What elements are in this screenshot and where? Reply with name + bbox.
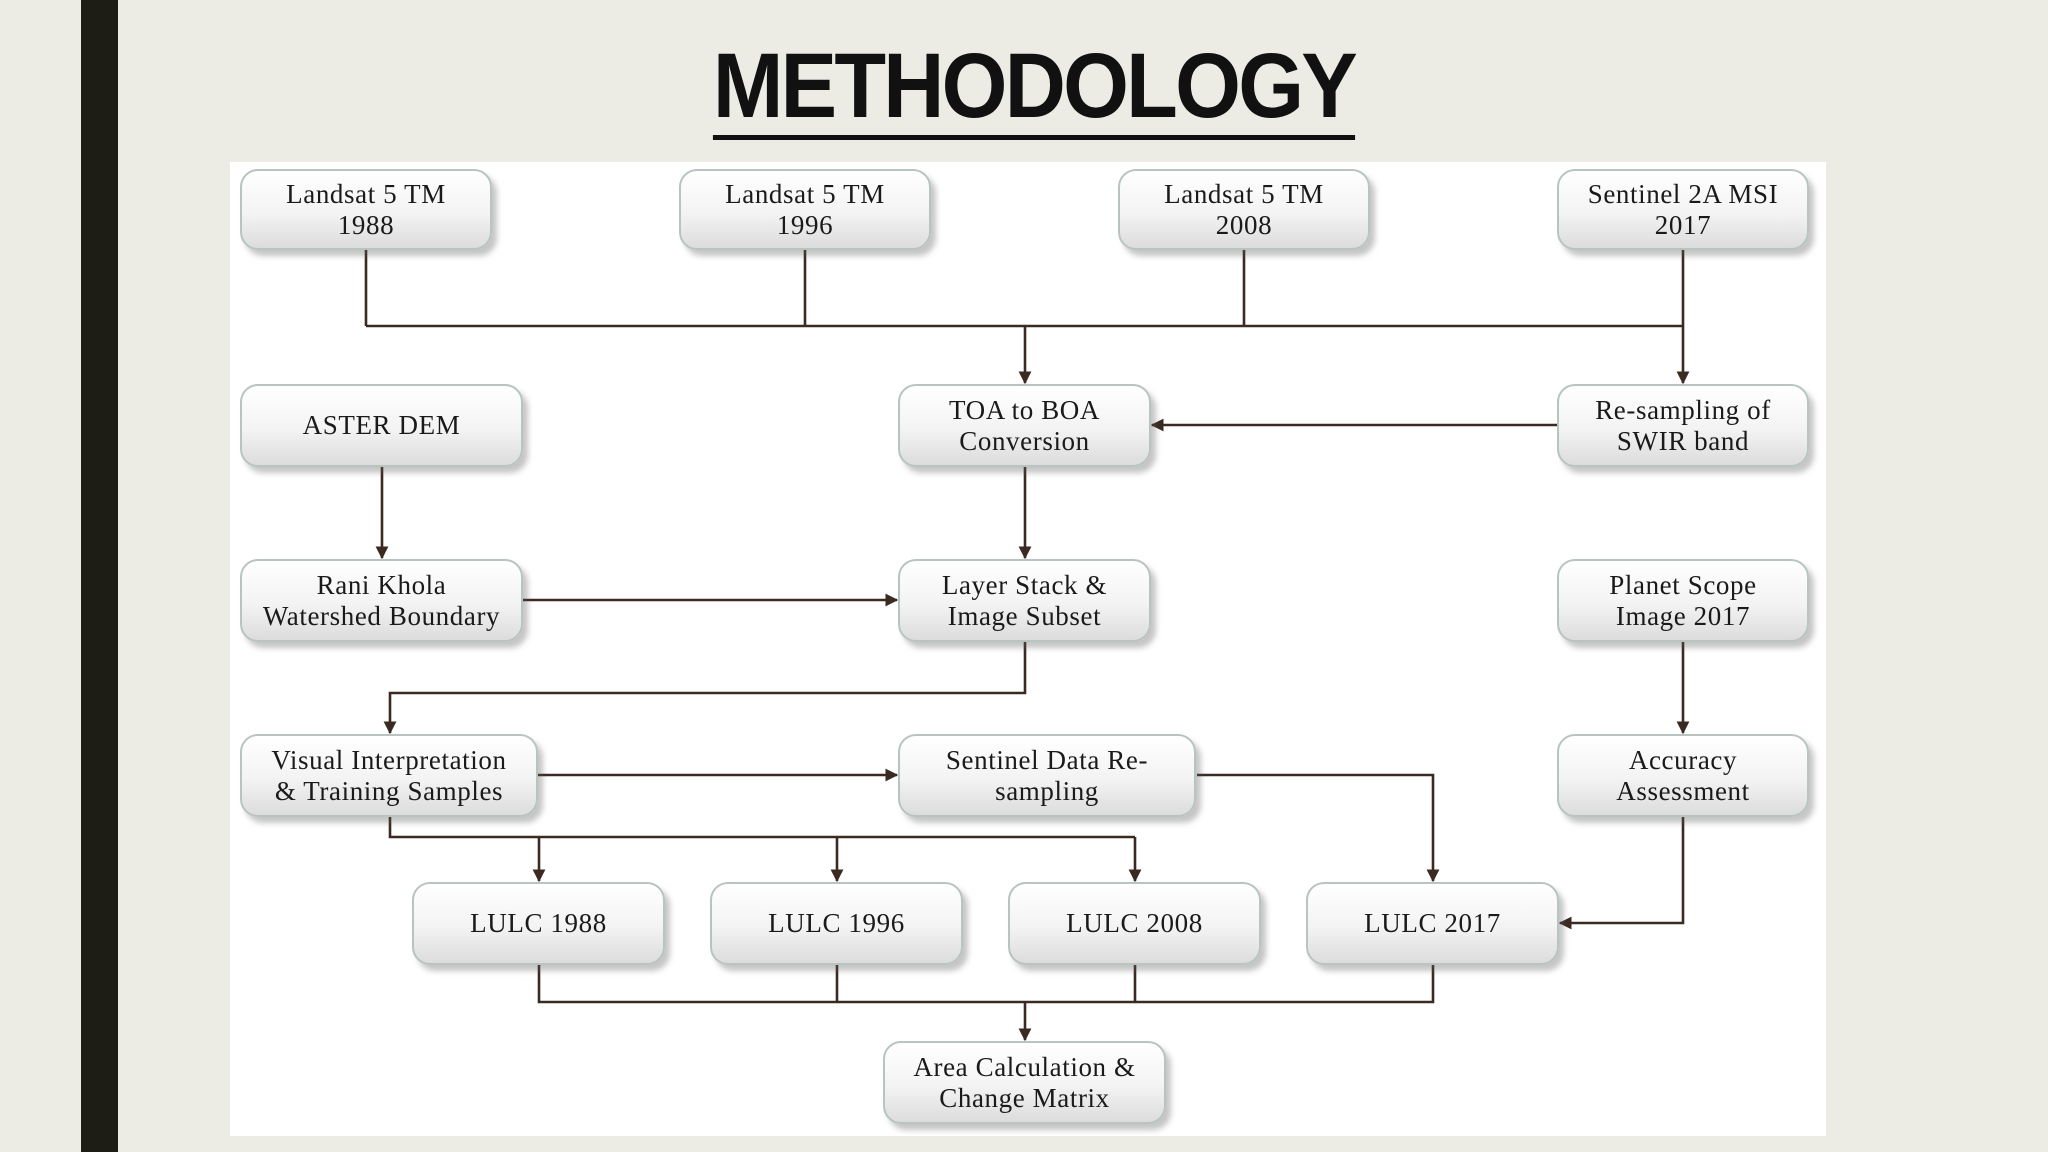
connector-lulc-bus — [537, 965, 1435, 1004]
slide-title: METHODOLOGY — [0, 34, 2048, 140]
node-lulc-2017: LULC 2017 — [1306, 882, 1559, 965]
node-lulc-1988: LULC 1988 — [412, 882, 665, 965]
flowchart-panel — [230, 162, 1826, 1136]
node-sentinel-2017: Sentinel 2A MSI 2017 — [1557, 169, 1809, 250]
node-landsat-2008: Landsat 5 TM 2008 — [1118, 169, 1370, 250]
node-area-calculation: Area Calculation & Change Matrix — [883, 1041, 1166, 1124]
node-aster-dem: ASTER DEM — [240, 384, 523, 467]
slide-side-bar — [81, 0, 118, 1152]
node-visual-interpretation: Visual Interpretation & Training Samples — [240, 734, 538, 817]
node-layer-stack: Layer Stack & Image Subset — [898, 559, 1151, 642]
node-landsat-1996: Landsat 5 TM 1996 — [679, 169, 931, 250]
slide-title-text: METHODOLOGY — [712, 39, 1358, 140]
node-watershed: Rani Khola Watershed Boundary — [240, 559, 523, 642]
connector-accuracy-to-lulc2017 — [1558, 817, 1685, 930]
node-accuracy-assessment: Accuracy Assessment — [1557, 734, 1809, 817]
node-sentinel-resampling: Sentinel Data Re- sampling — [898, 734, 1196, 817]
connector-visual-bus — [388, 817, 1135, 839]
node-landsat-1988: Landsat 5 TM 1988 — [240, 169, 492, 250]
node-toa-boa: TOA to BOA Conversion — [898, 384, 1151, 467]
node-resampling-swir: Re-sampling of SWIR band — [1557, 384, 1809, 467]
connector-sentinel-resampling-to-lulc2017 — [1197, 773, 1440, 883]
node-lulc-1996: LULC 1996 — [710, 882, 963, 965]
node-lulc-2008: LULC 2008 — [1008, 882, 1261, 965]
connector-layerstack-to-visual — [383, 642, 1027, 735]
node-planet-scope: Planet Scope Image 2017 — [1557, 559, 1809, 642]
